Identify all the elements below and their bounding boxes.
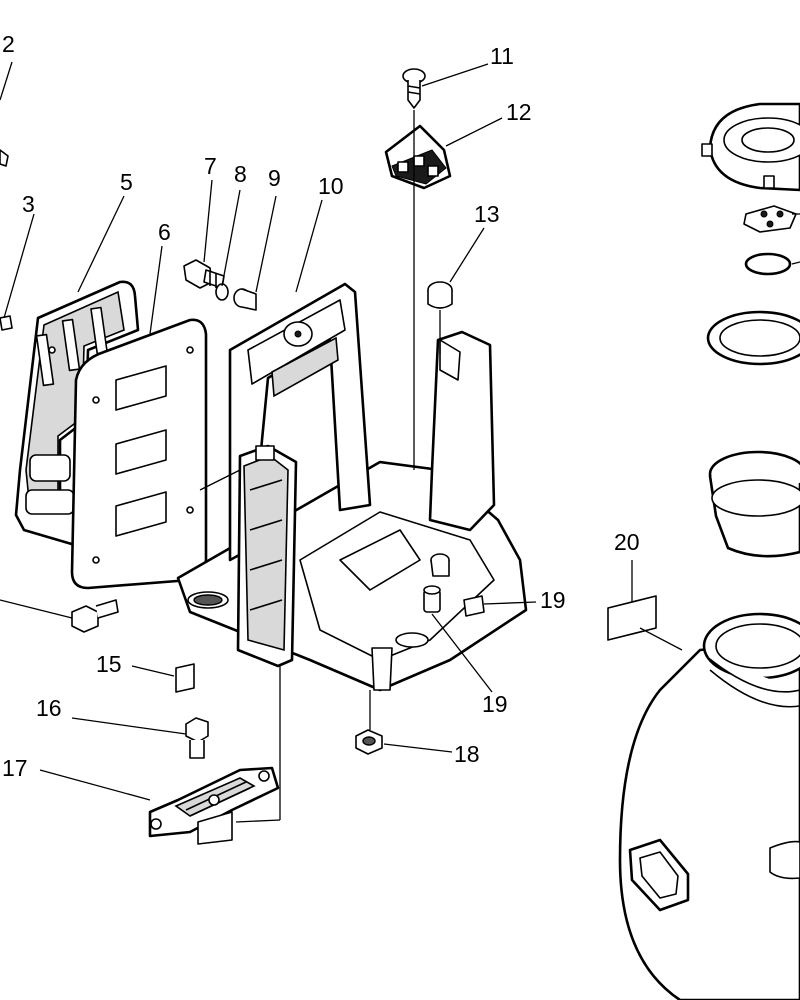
callout-17: 17 [2, 755, 28, 781]
callout-9: 9 [268, 165, 281, 191]
part-filter-disc [743, 205, 797, 233]
part-nut-18 [355, 729, 383, 755]
part-screw-left [0, 149, 13, 331]
part-seal-ring [706, 310, 800, 366]
callout-6: 6 [158, 219, 171, 245]
part-fittings-19 [423, 553, 450, 613]
part-bolt-lower [71, 599, 119, 633]
part-bolt-7 [183, 259, 225, 289]
callout-3: 3 [22, 191, 35, 217]
part-tank [618, 612, 800, 1000]
part-label-15 [175, 663, 195, 693]
part-grommet-13 [427, 281, 453, 309]
part-tank-cap [701, 102, 800, 192]
callout-20: 20 [614, 529, 640, 555]
leader-lines [0, 61, 800, 823]
callout-13: 13 [474, 201, 500, 227]
part-label-20 [607, 595, 657, 641]
part-waist-plate-17 [148, 766, 280, 845]
part-o-ring-small [744, 252, 792, 276]
callout-12: 12 [506, 99, 532, 125]
part-washer-8 [215, 283, 229, 301]
callout-15: 15 [96, 651, 122, 677]
callout-7: 7 [204, 153, 217, 179]
callout-8: 8 [234, 161, 247, 187]
part-frame [176, 282, 528, 692]
part-back-pad [70, 318, 208, 590]
callout-5: 5 [120, 169, 133, 195]
callout-labels: 2 3 5 6 7 8 9 10 11 12 13 15 16 17 18 19… [2, 31, 640, 781]
callout-10: 10 [318, 173, 344, 199]
part-screw-11 [402, 68, 426, 109]
part-buckle-12 [384, 124, 452, 190]
part-strainer-basket [708, 450, 800, 558]
callout-19-lower: 19 [482, 691, 508, 717]
callout-11: 11 [490, 43, 514, 69]
callout-16: 16 [36, 695, 62, 721]
callout-2: 2 [2, 31, 15, 57]
part-bolt-16 [185, 717, 209, 759]
callout-18: 18 [454, 741, 480, 767]
part-spacer-9 [233, 288, 257, 311]
callout-19-upper: 19 [540, 587, 566, 613]
